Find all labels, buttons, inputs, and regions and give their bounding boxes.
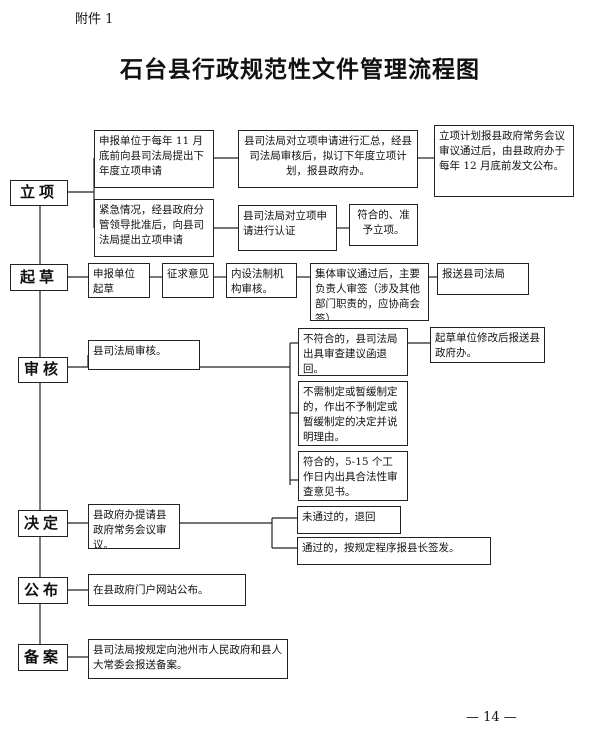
qicao-opinion-box: 征求意见 — [162, 263, 214, 298]
jueding-approved-box: 通过的，按规定程序报县长签发。 — [297, 537, 491, 565]
lixiang-apply-box: 申报单位于每年 11 月底前向县司法局提出下年度立项申请 — [94, 130, 214, 188]
stage-jueding: 决定 — [18, 510, 68, 537]
lixiang-summary-box: 县司法局对立项申请进行汇总，经县司法局审核后，拟订下年度立项计划，报县政府办。 — [238, 130, 418, 188]
page-title: 石台县行政规范性文件管理流程图 — [120, 56, 480, 83]
stage-shenhe: 审核 — [18, 357, 68, 383]
shenhe-revise-box: 起草单位修改后报送县政府办。 — [430, 327, 545, 363]
stage-lixiang: 立项 — [10, 180, 68, 206]
qicao-submit-box: 报送县司法局 — [437, 263, 529, 295]
lixiang-verify-box: 县司法局对立项申请进行认证 — [238, 205, 337, 251]
lixiang-publish-box: 立项计划报县政府常务会议审议通过后，由县政府办于每年 12 月底前发文公布。 — [434, 125, 574, 197]
lixiang-urgent-box: 紧急情况，经县政府分管领导批准后，向县司法局提出立项申请 — [94, 199, 214, 257]
shenhe-approve-box: 符合的，5-15 个工作日内出具合法性审查意见书。 — [298, 451, 408, 501]
qicao-draft-box: 申报单位起草 — [88, 263, 150, 298]
shenhe-review-box: 县司法局审核。 — [88, 340, 200, 370]
stage-qicao: 起草 — [10, 264, 68, 291]
qicao-sign-box: 集体审议通过后，主要负责人审签（涉及其他部门职责的，应协商会签）。 — [310, 263, 429, 321]
lixiang-approve-box: 符合的、准予立项。 — [349, 204, 418, 246]
shenhe-reject-box: 不符合的，县司法局出具审查建议函退回。 — [298, 328, 408, 376]
qicao-review-box: 内设法制机构审核。 — [226, 263, 297, 298]
annex-label: 附件 1 — [75, 12, 114, 27]
bei-an-record-box: 县司法局按规定向池州市人民政府和县人大常委会报送备案。 — [88, 639, 288, 679]
shenhe-defer-box: 不需制定或暂缓制定的，作出不予制定或暂缓制定的决定并说明理由。 — [298, 381, 408, 446]
gongbu-publish-box: 在县政府门户网站公布。 — [88, 574, 246, 606]
stage-gongbu: 公布 — [18, 577, 68, 604]
stage-bei-an: 备案 — [18, 644, 68, 671]
jueding-rejected-box: 未通过的，退回 — [297, 506, 401, 534]
jueding-submit-box: 县政府办提请县政府常务会议审议。 — [88, 504, 180, 549]
page-number: — 14 — — [466, 710, 517, 725]
